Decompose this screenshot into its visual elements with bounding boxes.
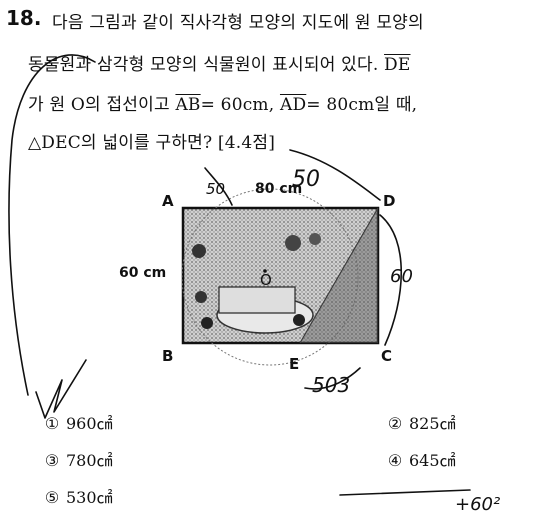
choice-5[interactable]: ⑤ 530㎠ [42, 484, 113, 508]
choice-1-text: 960㎠ [66, 414, 113, 433]
question-number: 18. [6, 6, 42, 30]
center-o-dot [263, 269, 267, 273]
point-a-label: A [162, 192, 174, 210]
segment-ab-value: = 60cm, [200, 95, 275, 115]
point-d-label: D [383, 192, 395, 210]
top-length-label: 80 cm [255, 181, 302, 197]
map-figure: O A D B C E 80 cm 60 cm [119, 181, 395, 373]
segment-ab-label: AB [175, 95, 201, 115]
tree-mark [309, 233, 321, 245]
choice-5-text: 530㎠ [66, 488, 113, 507]
choice-2[interactable]: ② 825㎠ [385, 410, 456, 434]
question-line-2-text: 동물원과 삼각형 모양의 식물원이 표시되어 있다. [28, 55, 379, 75]
choice-3[interactable]: ③ 780㎠ [42, 447, 113, 471]
question-line-3-text: 가 원 O의 접선이고 [28, 95, 170, 115]
choice-4[interactable]: ④ 645㎠ [385, 447, 456, 471]
point-b-label: B [162, 347, 173, 365]
choice-4-text: 645㎠ [409, 451, 456, 470]
handwritten-note: +60² [455, 494, 500, 515]
choice-1-mark: ① [44, 414, 60, 433]
segment-ad-value: = 80cm일 때, [306, 95, 418, 115]
zoo-building [218, 286, 296, 314]
botanical-triangle [300, 208, 378, 343]
tangent-de [299, 207, 379, 344]
choice-3-mark: ③ [44, 451, 60, 470]
question-line-2: 동물원과 삼각형 모양의 식물원이 표시되어 있다. DE [28, 50, 411, 75]
choice-4-mark: ④ [387, 451, 403, 470]
left-length-label: 60 cm [119, 265, 166, 281]
choice-3-text: 780㎠ [66, 451, 113, 470]
tree-mark [285, 235, 301, 251]
question-line-4: △DEC의 넓이를 구하면? [4.4점] [28, 133, 276, 153]
animal-mark [201, 317, 213, 329]
segment-de-label: DE [384, 55, 411, 75]
point-o-label: O [260, 271, 272, 289]
choice-2-mark: ② [387, 414, 403, 433]
point-c-label: C [381, 347, 392, 365]
question-line-1: 다음 그림과 같이 직사각형 모양의 지도에 원 모양의 [52, 13, 424, 33]
tree-mark [195, 291, 207, 303]
tree-mark [192, 244, 206, 258]
choice-5-mark: ⑤ [44, 488, 60, 507]
point-e-label: E [289, 355, 299, 373]
choice-1[interactable]: ① 960㎠ [42, 410, 113, 434]
zoo-circle [181, 188, 359, 366]
pencil-stroke [339, 489, 471, 496]
choice-2-text: 825㎠ [409, 414, 456, 433]
question-line-3: 가 원 O의 접선이고 AB= 60cm, AD= 80cm일 때, [28, 90, 417, 115]
animal-mark [293, 314, 305, 326]
segment-ad-label: AD [279, 95, 307, 115]
